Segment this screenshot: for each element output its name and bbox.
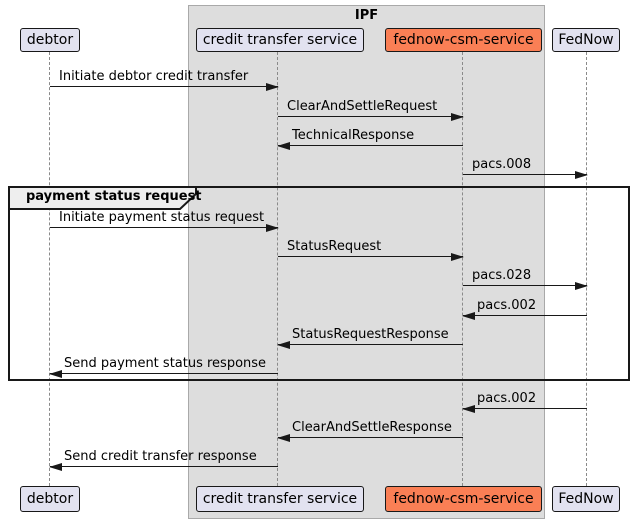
message-pacs-028: pacs.028: [463, 265, 588, 290]
ipf-group-title: IPF: [354, 8, 379, 23]
arrow-head-icon: [451, 253, 464, 261]
message-label: pacs.008: [472, 157, 532, 172]
arrow-head-icon: [277, 341, 290, 349]
participant-fednow-bottom: FedNow: [552, 486, 620, 512]
arrow-line: [463, 285, 587, 286]
frame-label: payment status request: [26, 189, 202, 204]
message-label: Send payment status response: [64, 356, 267, 371]
arrow-line: [278, 344, 463, 345]
message-label: pacs.002: [477, 298, 537, 313]
message-technical-response: TechnicalResponse: [277, 125, 463, 150]
participant-fednow-top: FedNow: [552, 28, 620, 52]
lifeline-fednow: [586, 52, 587, 486]
arrow-line: [278, 145, 463, 146]
message-label: TechnicalResponse: [292, 128, 415, 143]
message-clear-and-settle-response: ClearAndSettleResponse: [277, 417, 463, 442]
participant-credit-transfer-service-top: credit transfer service: [196, 28, 364, 52]
ipf-group-box: [188, 5, 545, 519]
arrow-line: [278, 256, 463, 257]
message-label: Initiate debtor credit transfer: [59, 69, 249, 84]
lifeline-debtor: [49, 52, 50, 486]
participant-fednow-csm-service-top: fednow-csm-service: [385, 28, 542, 52]
arrow-head-icon: [49, 463, 62, 471]
arrow-line: [278, 437, 463, 438]
message-label: StatusRequest: [287, 239, 382, 254]
arrow-line: [463, 174, 587, 175]
arrow-line: [50, 373, 278, 374]
message-clear-and-settle-request: ClearAndSettleRequest: [278, 96, 464, 121]
arrow-line: [50, 227, 278, 228]
arrow-head-icon: [462, 312, 475, 320]
message-pacs-008: pacs.008: [463, 154, 588, 179]
participant-credit-transfer-service-bottom: credit transfer service: [196, 486, 364, 512]
arrow-head-icon: [575, 171, 588, 179]
lifeline-credit-transfer-service: [277, 52, 278, 486]
frame-payment-status-request: [8, 186, 630, 381]
participant-fednow-csm-service-bottom: fednow-csm-service: [385, 486, 542, 512]
message-initiate-debtor-credit-transfer: Initiate debtor credit transfer: [50, 66, 279, 91]
frame-label-pentagon: [8, 186, 197, 210]
message-send-payment-status-response: Send payment status response: [49, 353, 278, 378]
arrow-line: [50, 86, 278, 87]
message-label: StatusRequestResponse: [292, 327, 449, 342]
arrow-line: [463, 315, 587, 316]
arrow-line: [50, 466, 278, 467]
message-label: Initiate payment status request: [59, 210, 265, 225]
message-label: ClearAndSettleResponse: [292, 420, 452, 435]
arrow-head-icon: [277, 434, 290, 442]
message-send-credit-transfer-response: Send credit transfer response: [49, 446, 278, 471]
arrow-head-icon: [277, 142, 290, 150]
message-label: Send credit transfer response: [64, 449, 257, 464]
arrow-head-icon: [49, 370, 62, 378]
arrow-head-icon: [575, 282, 588, 290]
message-initiate-payment-status-request: Initiate payment status request: [50, 207, 279, 232]
arrow-head-icon: [462, 405, 475, 413]
arrow-head-icon: [266, 224, 279, 232]
participant-debtor-bottom: debtor: [20, 486, 80, 512]
arrow-head-icon: [266, 83, 279, 91]
lifeline-fednow-csm-service: [462, 52, 463, 486]
message-pacs-002-status: pacs.002: [462, 295, 587, 320]
arrow-line: [463, 408, 587, 409]
message-label: pacs.002: [477, 391, 537, 406]
message-pacs-002-settle: pacs.002: [462, 388, 587, 413]
arrow-line: [278, 116, 463, 117]
arrow-head-icon: [451, 113, 464, 121]
participant-debtor-top: debtor: [20, 28, 80, 52]
message-label: pacs.028: [472, 268, 532, 283]
message-status-request-response: StatusRequestResponse: [277, 324, 463, 349]
message-label: ClearAndSettleRequest: [287, 99, 438, 114]
message-status-request: StatusRequest: [278, 236, 464, 261]
